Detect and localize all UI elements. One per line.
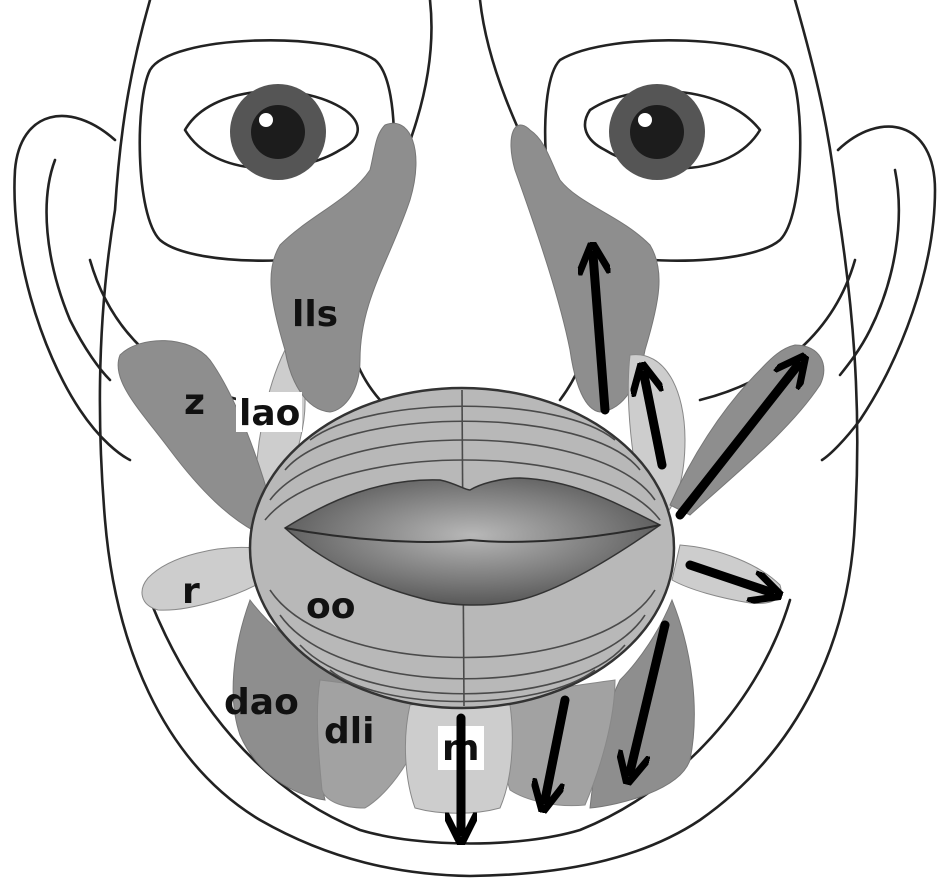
lip-line — [284, 524, 661, 543]
lao-label-box — [236, 392, 302, 432]
right-eye-highlight — [638, 113, 652, 127]
lips — [283, 477, 662, 606]
head-contour — [98, 0, 859, 878]
left-ear — [13, 114, 132, 462]
left-muscles — [117, 122, 431, 809]
lls-action-arrow — [593, 255, 605, 415]
risorius-action-arrow — [685, 560, 770, 592]
lao-action-arrow — [644, 375, 667, 470]
label-lls: lls — [292, 294, 338, 335]
left-risorius-muscle — [141, 547, 266, 611]
orbicularis-oris-group — [248, 386, 676, 710]
label-dao: dao — [224, 682, 299, 723]
left-eye-region — [138, 39, 396, 262]
dao-action-arrow — [630, 620, 670, 772]
label-oo: oo — [306, 586, 355, 627]
label-z: z — [184, 382, 205, 423]
label-dli: dli — [324, 711, 374, 752]
dli-action-arrow — [545, 695, 570, 800]
left-eye-highlight — [259, 113, 273, 127]
orbicularis-fibers — [264, 389, 661, 707]
label-lao: lao — [239, 393, 300, 434]
left-ear-inner — [45, 158, 112, 382]
right-ear — [820, 125, 937, 462]
action-arrows — [461, 255, 798, 832]
left-zygomatic-muscle — [117, 340, 276, 536]
left-lls-muscle — [270, 122, 417, 413]
zygomatic-action-arrow — [675, 365, 798, 520]
right-eye-region — [543, 39, 802, 262]
right-ear-inner — [838, 168, 901, 377]
label-r: r — [182, 571, 200, 612]
right-pupil — [630, 105, 684, 159]
left-pupil — [251, 105, 305, 159]
